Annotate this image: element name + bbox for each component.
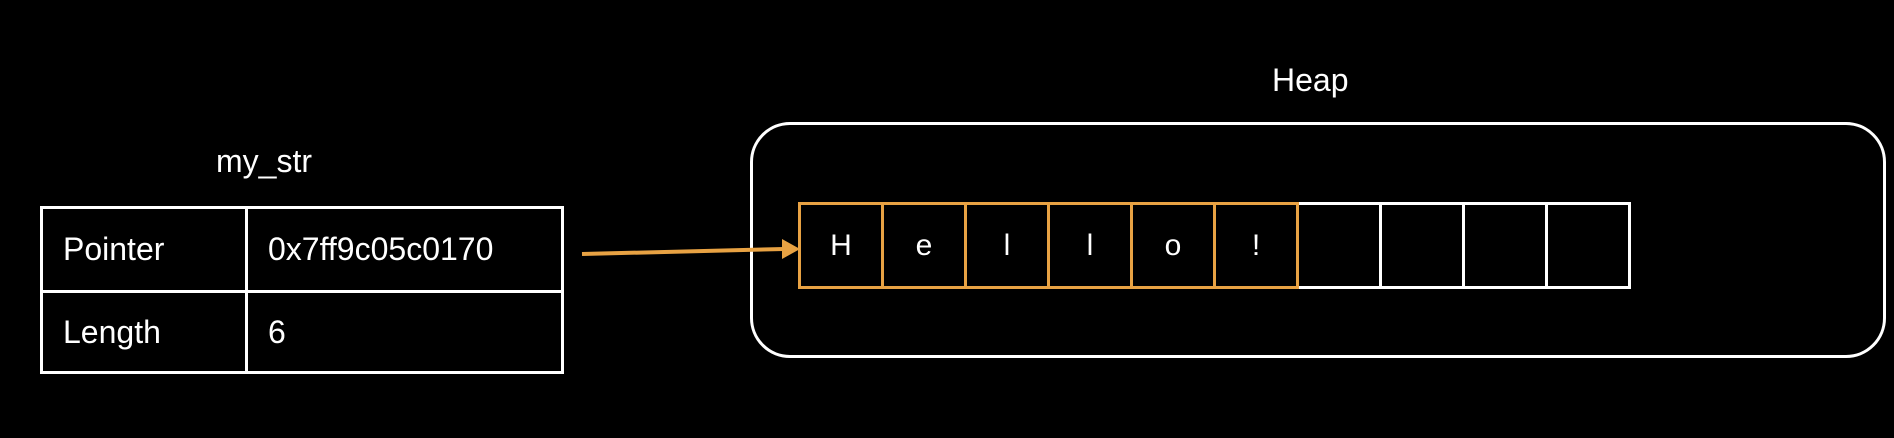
struct-row-length: Length 6 [43, 293, 561, 371]
heap-cell-free [1296, 202, 1382, 289]
struct-key-length: Length [43, 293, 248, 371]
string-struct-table: Pointer 0x7ff9c05c0170 Length 6 [40, 206, 564, 374]
heap-cell-used: l [964, 202, 1050, 289]
heap-region [750, 122, 1886, 358]
heap-cell-used: H [798, 202, 884, 289]
heap-cell-used: o [1130, 202, 1216, 289]
heap-title: Heap [1272, 62, 1349, 98]
heap-cell-used: l [1047, 202, 1133, 289]
variable-name: my_str [216, 143, 312, 179]
heap-cell-free [1462, 202, 1548, 289]
heap-cell-used: ! [1213, 202, 1299, 289]
heap-cell-used: e [881, 202, 967, 289]
struct-key-pointer: Pointer [43, 209, 248, 290]
struct-value-length: 6 [268, 313, 286, 350]
struct-value-pointer: 0x7ff9c05c0170 [268, 231, 494, 267]
heap-cell-free [1379, 202, 1465, 289]
heap-cell-free [1545, 202, 1631, 289]
struct-row-pointer: Pointer 0x7ff9c05c0170 [43, 209, 561, 293]
